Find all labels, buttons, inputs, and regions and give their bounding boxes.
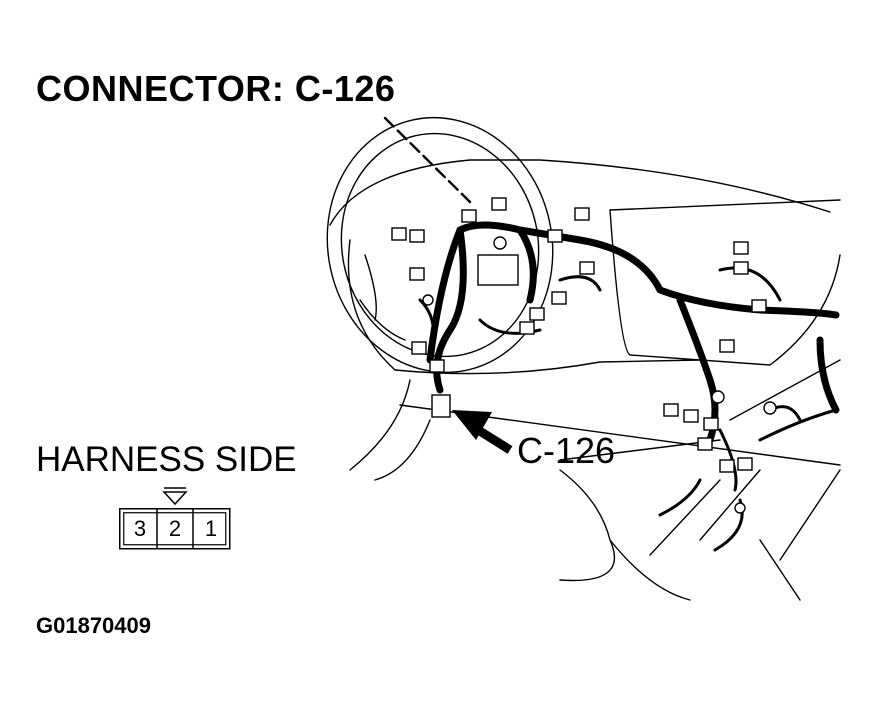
diagram-title: CONNECTOR: C-126	[36, 68, 396, 109]
harness-side-label: HARNESS SIDE	[36, 440, 297, 479]
connector-face: 3 2 1	[119, 490, 231, 554]
figure-id: G01870409	[36, 613, 151, 638]
pin-label: 1	[204, 516, 218, 541]
pin-label: 3	[133, 516, 147, 541]
callout-arrow	[452, 410, 513, 454]
pin-key-triangle-icon	[162, 491, 188, 506]
connector-callout-label: C-126	[517, 430, 616, 471]
pin-label: 2	[168, 516, 182, 541]
